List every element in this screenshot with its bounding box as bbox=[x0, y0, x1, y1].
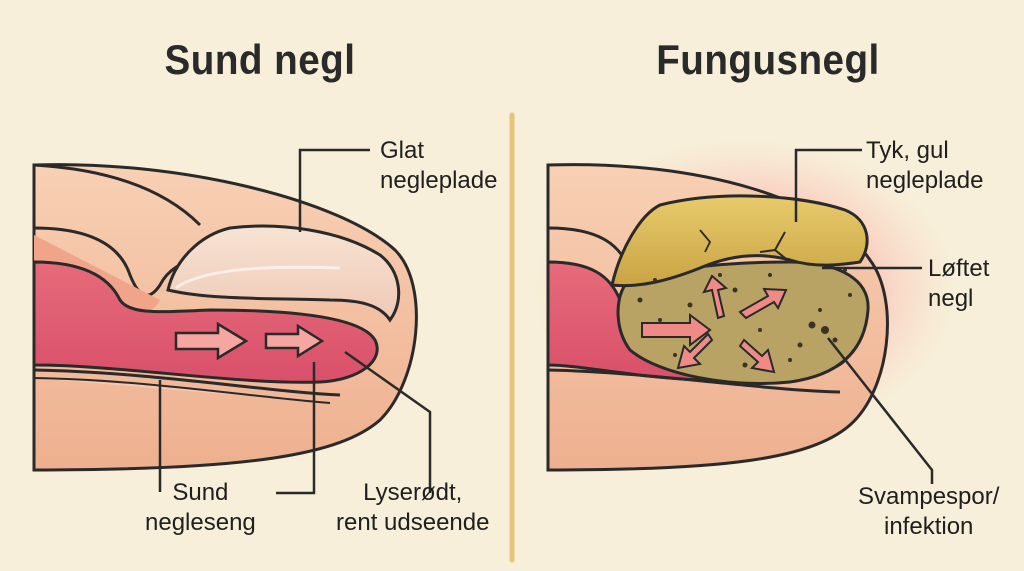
fungus-title: Fungusnegl bbox=[656, 36, 880, 83]
fungus-finger bbox=[535, 140, 955, 484]
label-fungal-spores: Svampespor/ infektion bbox=[858, 483, 1000, 540]
label-lifted-nail: Løftet negl bbox=[928, 255, 990, 312]
healthy-title: Sund negl bbox=[164, 36, 356, 83]
label-thick-yellow-plate: Tyk, gul negleplade bbox=[866, 137, 984, 194]
healthy-finger bbox=[32, 148, 432, 495]
label-pink-clean: Lyserødt, rent udseende bbox=[336, 479, 490, 536]
label-healthy-nail-bed: Sund negleseng bbox=[145, 479, 256, 536]
label-smooth-nail-plate: Glat negleplade bbox=[380, 137, 498, 194]
